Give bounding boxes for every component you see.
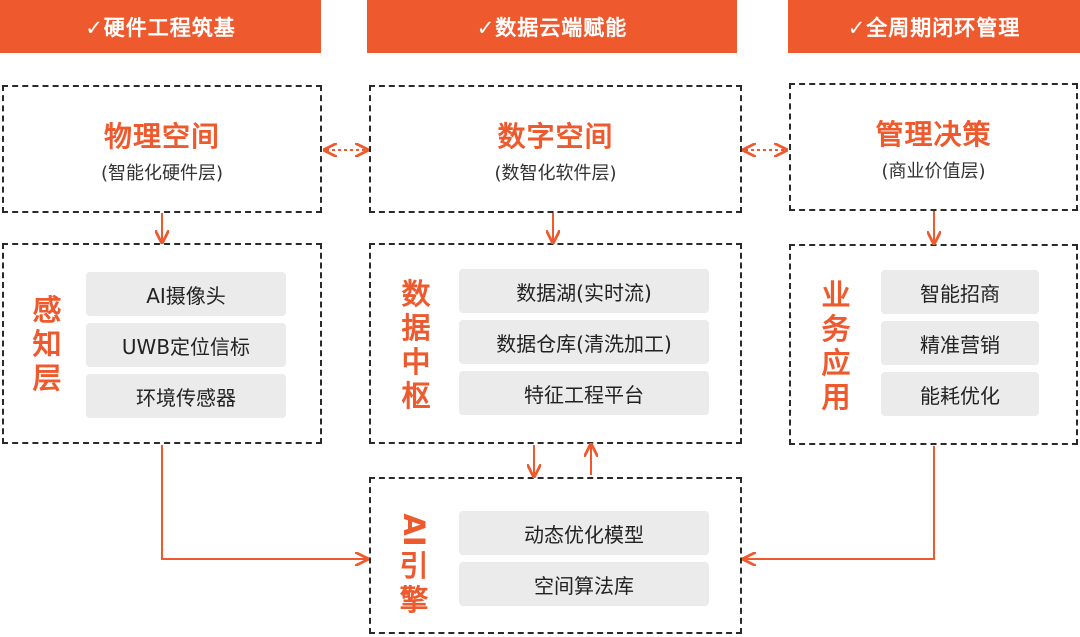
ai-engine-item: 空间算法库 xyxy=(459,562,709,606)
arrow-sensing-to-ai xyxy=(161,445,366,559)
data-center-box: 数据中枢 数据湖(实时流) 数据仓库(清洗加工) 特征工程平台 xyxy=(369,243,742,444)
management-decision-title: 管理决策 xyxy=(875,118,992,151)
sensing-item: 环境传感器 xyxy=(86,374,286,418)
data-center-item: 数据湖(实时流) xyxy=(459,269,709,313)
data-center-label: 数据中枢 xyxy=(401,277,431,413)
business-item: 精准营销 xyxy=(881,321,1039,365)
ai-engine-label-ai: AI xyxy=(397,513,431,547)
business-application-box: 业务应用 智能招商 精准营销 能耗优化 xyxy=(789,244,1078,445)
ai-engine-label: AI 引擎 xyxy=(397,511,431,617)
physical-space-title: 物理空间 xyxy=(103,120,220,153)
header-hardware: ✓硬件工程筑基 xyxy=(0,0,321,53)
ai-engine-box: AI 引擎 动态优化模型 空间算法库 xyxy=(369,477,742,634)
data-center-item: 特征工程平台 xyxy=(459,371,709,415)
sensing-layer-box: 感知层 AI摄像头 UWB定位信标 环境传感器 xyxy=(2,243,322,444)
digital-space-box: 数字空间 (数智化软件层) xyxy=(369,85,742,213)
digital-space-subtitle: (数智化软件层) xyxy=(494,163,617,184)
physical-space-box: 物理空间 (智能化硬件层) xyxy=(2,85,322,213)
sensing-layer-label: 感知层 xyxy=(32,293,62,395)
business-item: 能耗优化 xyxy=(881,372,1039,416)
data-center-item: 数据仓库(清洗加工) xyxy=(459,320,709,364)
sensing-item: AI摄像头 xyxy=(86,272,286,316)
header-data-cloud: ✓数据云端赋能 xyxy=(367,0,737,53)
management-decision-box: 管理决策 (商业价值层) xyxy=(789,83,1078,211)
business-item: 智能招商 xyxy=(881,270,1039,314)
arrow-business-to-ai xyxy=(745,446,935,559)
sensing-item: UWB定位信标 xyxy=(86,323,286,367)
business-application-label: 业务应用 xyxy=(821,278,851,414)
ai-engine-item: 动态优化模型 xyxy=(459,511,709,555)
management-decision-subtitle: (商业价值层) xyxy=(881,161,986,182)
ai-engine-label-rest: 引擎 xyxy=(399,549,429,617)
digital-space-title: 数字空间 xyxy=(497,120,614,153)
physical-space-subtitle: (智能化硬件层) xyxy=(100,163,224,184)
header-lifecycle: ✓全周期闭环管理 xyxy=(788,0,1080,53)
